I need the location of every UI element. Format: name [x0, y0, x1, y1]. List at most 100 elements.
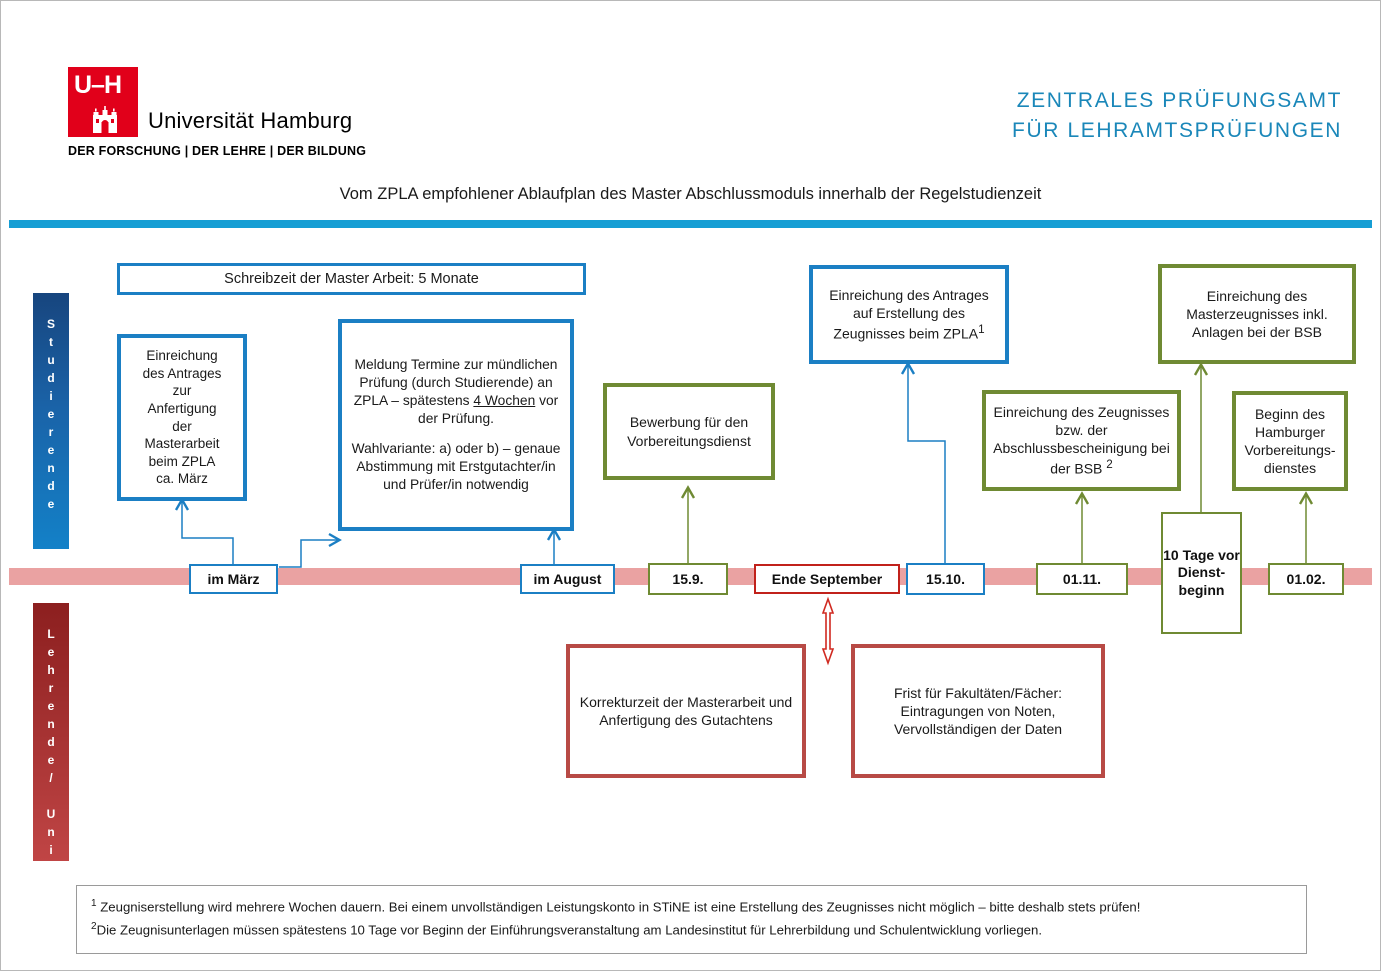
role-letter: /: [49, 771, 53, 785]
role-letter: d: [47, 479, 55, 493]
box-masterzeugnis-bsb-text: Einreichung des Masterzeugnisses inkl. A…: [1186, 287, 1328, 341]
line: Einreichung: [146, 348, 218, 364]
department-title-line1: ZENTRALES PRÜFUNGSAMT: [1016, 89, 1342, 112]
meldung-p1-a: Meldung Termine zur mündlichen Prüfung (…: [353, 357, 558, 409]
box-antrag-zeugnis-text: Einreichung des Antrages auf Erstellung …: [813, 286, 1005, 343]
role-letter: t: [49, 335, 53, 349]
footnote-ref-1: 1: [978, 323, 985, 337]
role-letter: d: [47, 735, 55, 749]
line: des Antrages: [142, 365, 222, 381]
line: ca. März: [156, 471, 208, 487]
footnote-1-text: Zeugniserstellung wird mehrere Wochen da…: [96, 899, 1141, 915]
box-antrag-zeugnis-zpla: Einreichung des Antrages auf Erstellung …: [809, 265, 1009, 364]
double-arrow-ende-september: [821, 596, 835, 666]
role-label-studierende: S t u d i e r e n d e: [33, 293, 69, 549]
meldung-paragraph-2: Wahlvariante: a) oder b) – genaue Abstim…: [351, 440, 561, 492]
box-frist-fakultaeten-text: Frist für Fakultäten/Fächer: Eintragunge…: [893, 684, 1063, 738]
role-letter: i: [49, 843, 53, 857]
marker-label: 15.9.: [672, 571, 704, 587]
marker-label: Ende September: [771, 571, 883, 587]
box-meldung-termine: Meldung Termine zur mündlichen Prüfung (…: [338, 319, 574, 531]
connector-1510-to-antrag-zeugnis: [900, 361, 946, 563]
role-letter: u: [47, 353, 55, 367]
uhh-logo-mark: U–H: [68, 67, 138, 137]
timeline-marker-im-maerz: im März: [189, 564, 278, 594]
connector-maerz-to-meldung: [279, 532, 342, 568]
box-korrekturzeit-text: Korrekturzeit der Masterarbeit und Anfer…: [579, 693, 793, 728]
box-beginn-vorbereitungsdienst: Beginn des Hamburger Vorbereitungs-diens…: [1232, 391, 1348, 491]
zeugnis-bsb-body: Einreichung des Zeugnisses bzw. der Absc…: [993, 403, 1170, 478]
timeline-marker-im-august: im August: [520, 564, 615, 594]
box-bewerbung-vorbereitungsdienst: Bewerbung für den Vorbereitungsdienst: [603, 383, 775, 480]
marker-label: 01.11.: [1062, 571, 1102, 587]
role-letter: n: [47, 461, 55, 475]
line: Anfertigung: [147, 400, 217, 416]
box-frist-fakultaeten: Frist für Fakultäten/Fächer: Eintragunge…: [851, 644, 1105, 778]
line: beim ZPLA: [148, 453, 216, 469]
footnote-1-marker: 1: [91, 898, 97, 909]
box-masterzeugnis-bsb: Einreichung des Masterzeugnisses inkl. A…: [1158, 264, 1356, 364]
marker-label: 15.10.: [926, 571, 965, 587]
meldung-p1-underlined: 4 Wochen: [473, 393, 536, 409]
marker-label: 01.02.: [1286, 571, 1326, 587]
timeline-marker-01-02: 01.02.: [1268, 563, 1344, 595]
marker-label: 10 Tage vor Dienst-beginn: [1163, 546, 1240, 598]
department-title-line2: FÜR LEHRAMTSPRÜFUNGEN: [1012, 118, 1342, 142]
meldung-p1-b: vor der Prüfung.: [418, 393, 559, 427]
role-letter: i: [49, 389, 53, 403]
role-letter: e: [47, 443, 55, 457]
line: der: [172, 418, 192, 434]
timeline-marker-01-11: 01.11.: [1036, 563, 1128, 595]
role-letter: e: [47, 699, 55, 713]
line: zur: [172, 383, 192, 399]
meldung-paragraph-1: Meldung Termine zur mündlichen Prüfung (…: [348, 356, 564, 428]
uhh-monogram: U–H: [74, 71, 122, 99]
role-letter: L: [47, 627, 55, 641]
role-letter: U: [46, 807, 56, 821]
role-letter: r: [48, 681, 54, 695]
box-schreibzeit-text: Schreibzeit der Master Arbeit: 5 Monate: [224, 270, 479, 287]
footnotes-panel: 1 Zeugniserstellung wird mehrere Wochen …: [76, 885, 1307, 954]
role-letter: e: [47, 645, 55, 659]
timeline-marker-15-09: 15.9.: [648, 563, 728, 595]
box-antrag-masterarbeit-text: Einreichung des Antrages zur Anfertigung…: [121, 347, 243, 487]
footnote-2: 2Die Zeugnisunterlagen müssen spätestens…: [91, 921, 1292, 939]
antrag-zeugnis-body: Einreichung des Antrages auf Erstellung …: [829, 286, 989, 342]
box-korrekturzeit: Korrekturzeit der Masterarbeit und Anfer…: [566, 644, 806, 778]
title-divider: [9, 220, 1372, 228]
department-title: ZENTRALES PRÜFUNGSAMT FÜR LEHRAMTSPRÜFUN…: [1012, 86, 1342, 146]
role-letter: h: [47, 663, 55, 677]
role-letter: r: [48, 425, 54, 439]
role-letter: n: [47, 717, 55, 731]
footnote-2-marker: 2: [91, 920, 97, 932]
connector-maerz-to-antrag: [174, 497, 234, 567]
box-antrag-masterarbeit: Einreichung des Antrages zur Anfertigung…: [117, 334, 247, 501]
marker-label: im August: [533, 571, 602, 587]
role-label-lehrende-uni: L e h r e n d e / U n i: [33, 603, 69, 861]
timeline-marker-15-10: 15.10.: [906, 563, 985, 595]
role-letter: [33, 787, 69, 805]
role-letter: e: [47, 497, 55, 511]
university-tagline: DER FORSCHUNG | DER LEHRE | DER BILDUNG: [68, 144, 367, 158]
box-meldung-termine-text: Meldung Termine zur mündlichen Prüfung (…: [342, 356, 570, 493]
role-letter: n: [47, 825, 55, 839]
box-beginn-vorbereitungsdienst-text: Beginn des Hamburger Vorbereitungs-diens…: [1244, 405, 1336, 477]
box-bewerbung-text: Bewerbung für den Vorbereitungsdienst: [627, 414, 751, 449]
footnote-ref-2: 2: [1106, 458, 1113, 472]
role-letter: d: [47, 371, 55, 385]
timeline-marker-10-tage-vor-dienstbeginn: 10 Tage vor Dienst-beginn: [1161, 512, 1242, 634]
footnote-2-text: Die Zeugnisunterlagen müssen spätestens …: [96, 922, 1043, 938]
hamburg-crest-icon: [93, 106, 117, 133]
box-zeugnis-bsb-text: Einreichung des Zeugnisses bzw. der Absc…: [986, 403, 1177, 478]
marker-label: im März: [207, 571, 260, 587]
footnote-1: 1 Zeugniserstellung wird mehrere Wochen …: [91, 898, 1292, 916]
university-logo: U–H Universität Hamburg DER FORSCHUNG | …: [68, 67, 388, 162]
role-letter: e: [47, 753, 55, 767]
role-letter: e: [47, 407, 55, 421]
university-name: Universität Hamburg: [148, 108, 353, 133]
role-letter: S: [46, 317, 55, 331]
timeline-marker-ende-september: Ende September: [754, 564, 900, 594]
box-schreibzeit: Schreibzeit der Master Arbeit: 5 Monate: [117, 263, 586, 295]
box-zeugnis-bsb: Einreichung des Zeugnisses bzw. der Absc…: [982, 390, 1181, 491]
